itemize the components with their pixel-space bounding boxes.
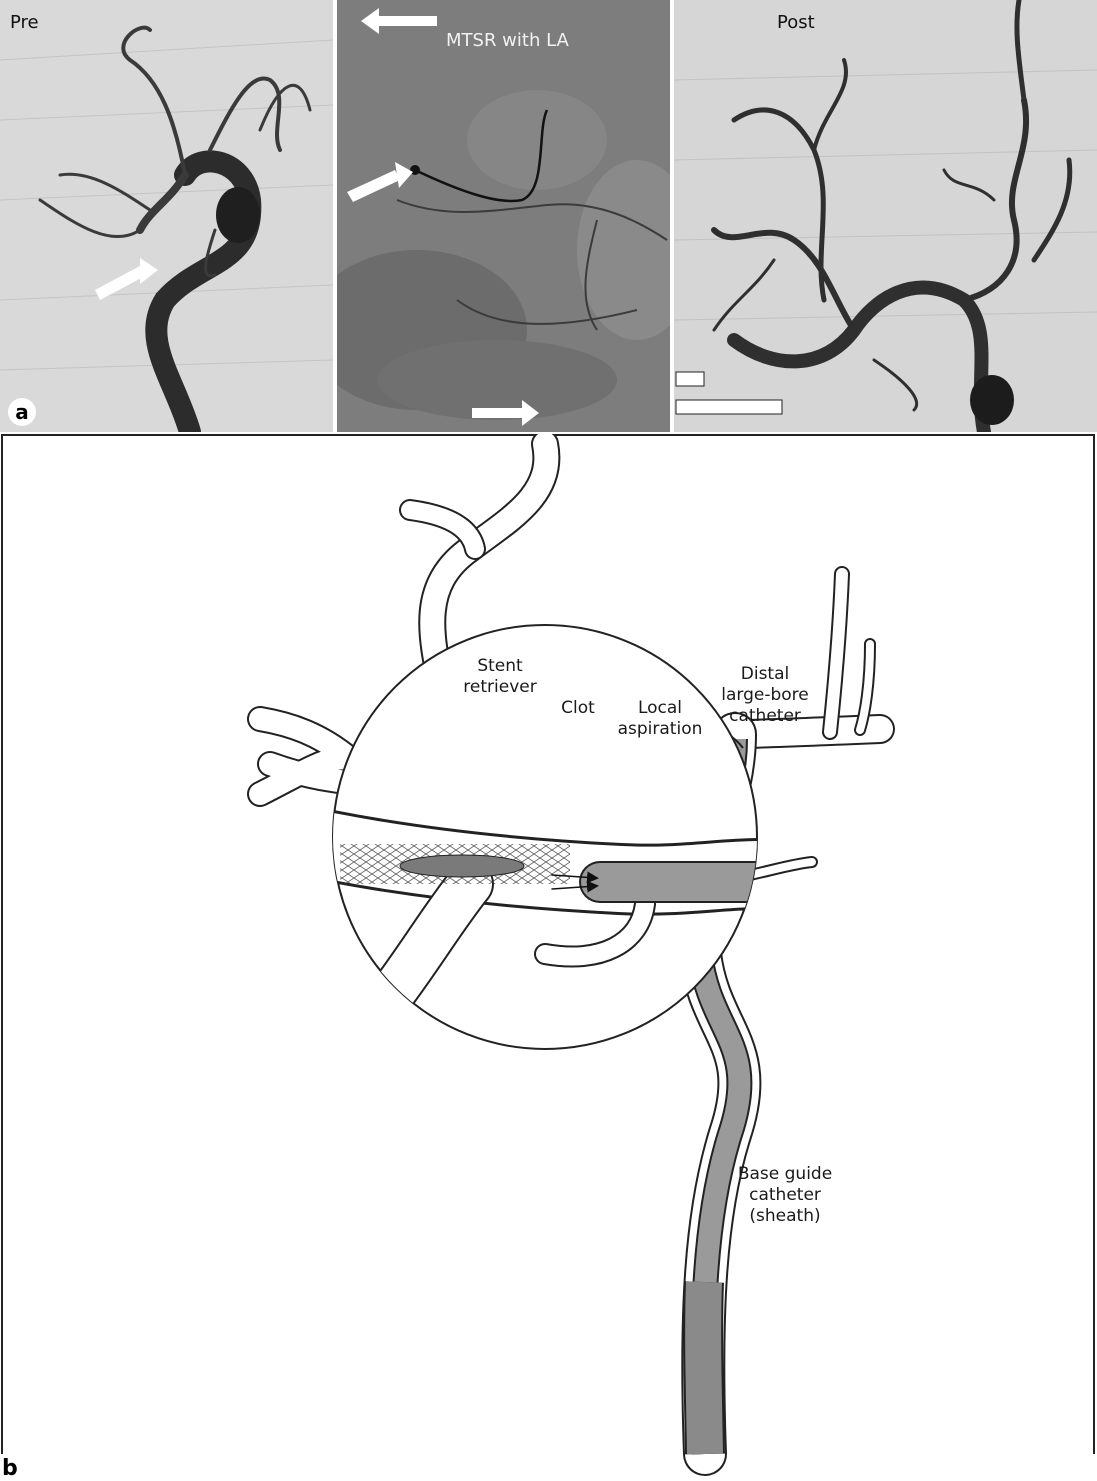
angiogram-pre-image <box>0 0 333 432</box>
label-stent-retriever: Stent retriever <box>452 656 548 698</box>
angiogram-pre: Pre a <box>0 0 333 432</box>
label-distal-catheter: Distal large-bore catheter <box>710 664 820 727</box>
angiogram-mtsr-image <box>337 0 670 432</box>
angiogram-post-image <box>674 0 1097 432</box>
panel-letter-b: b <box>2 1456 18 1481</box>
panel-b: Stent retriever Clot Local aspiration Di… <box>0 434 1097 1478</box>
panel-a: Pre a MTSR with LA <box>0 0 1097 432</box>
panel-letter-a: a <box>8 398 36 426</box>
angiogram-mtsr: MTSR with LA <box>337 0 670 432</box>
label-base-guide: Base guide catheter (sheath) <box>730 1164 840 1227</box>
label-local-aspiration: Local aspiration <box>610 698 710 740</box>
catheter-schematic <box>0 434 1097 1478</box>
label-post: Post <box>777 14 815 32</box>
label-mtsr: MTSR with LA <box>446 32 569 50</box>
angiogram-post: Post <box>674 0 1097 432</box>
label-clot: Clot <box>548 698 608 719</box>
label-pre: Pre <box>10 14 39 32</box>
